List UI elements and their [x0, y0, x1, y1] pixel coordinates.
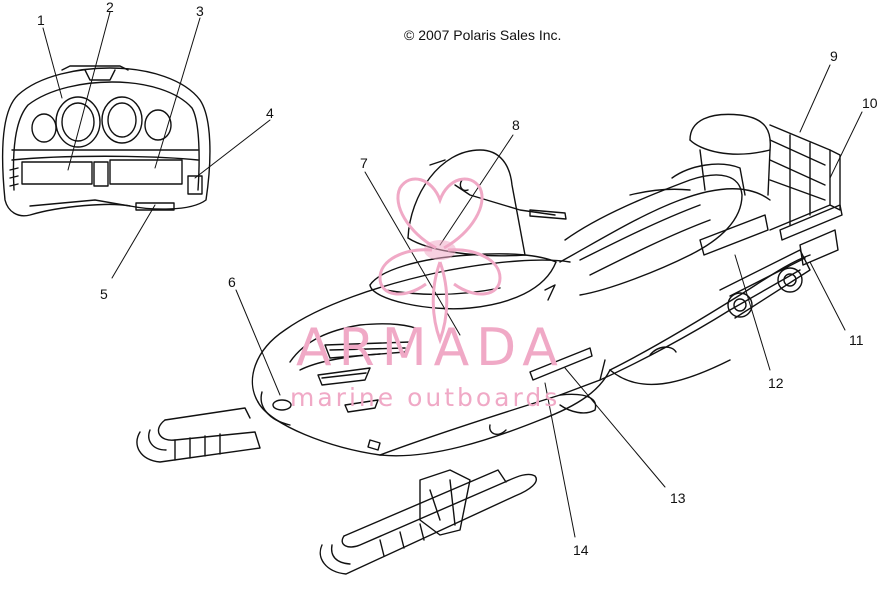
callout-11: 11 — [849, 332, 864, 348]
callout-4: 4 — [266, 105, 274, 121]
callout-6: 6 — [228, 274, 236, 290]
callout-8: 8 — [512, 117, 520, 133]
callout-14: 14 — [573, 542, 589, 558]
callout-13: 13 — [670, 490, 686, 506]
callout-10: 10 — [862, 95, 878, 111]
callout-2: 2 — [106, 0, 114, 15]
snowmobile-body — [251, 113, 843, 457]
dashboard-inset — [1, 65, 211, 217]
callout-1: 1 — [37, 12, 45, 28]
watermark-flower-logo — [378, 177, 502, 345]
left-ski — [136, 407, 261, 463]
callout-9: 9 — [830, 48, 838, 64]
copyright-notice: © 2007 Polaris Sales Inc. — [404, 27, 562, 43]
callout-12: 12 — [768, 375, 784, 391]
callout-3: 3 — [196, 3, 204, 19]
leader-lines — [42, 11, 863, 538]
right-ski — [319, 469, 537, 575]
callout-7: 7 — [360, 155, 368, 171]
callout-5: 5 — [100, 286, 108, 302]
